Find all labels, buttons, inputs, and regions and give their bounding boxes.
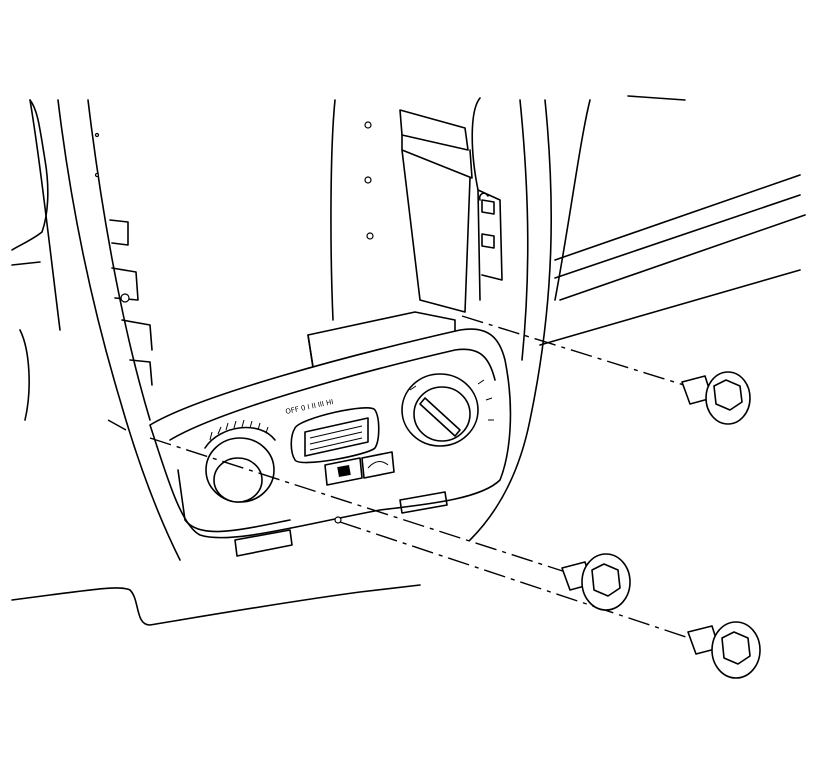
center-stack-frame <box>330 95 686 541</box>
fastener-alignment-lines <box>149 315 701 641</box>
mode-knob <box>401 373 494 447</box>
hvac-control-faceplate: OFF 0 I II III HI <box>149 328 512 557</box>
screw-middle <box>561 553 631 611</box>
instrument-panel-trim <box>11 99 421 626</box>
dash-trim-lines <box>539 174 806 346</box>
temperature-knob <box>204 419 276 503</box>
ac-recirc-buttons <box>324 451 395 486</box>
screw-top <box>681 371 751 425</box>
screw-bottom <box>687 621 761 679</box>
